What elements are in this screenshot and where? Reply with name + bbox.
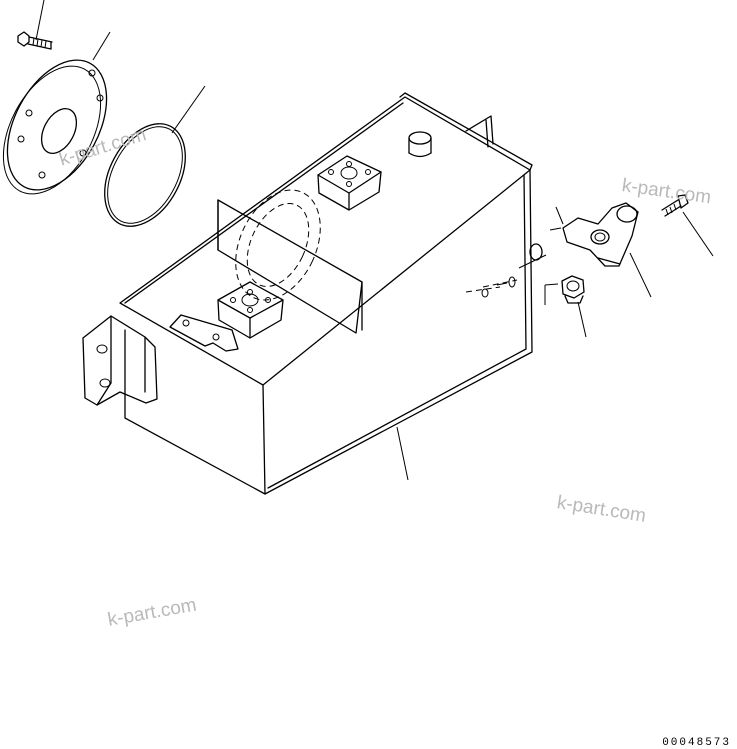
hex-bolt <box>17 31 53 50</box>
plug-nut <box>561 275 585 304</box>
rear-tab <box>465 115 494 148</box>
elbow-fitting <box>562 202 639 267</box>
bolt-hole <box>96 344 108 354</box>
mounting-pad-lower <box>217 281 284 339</box>
o-ring <box>104 123 186 227</box>
assembly-lines <box>465 227 562 305</box>
leader-lines <box>35 0 714 481</box>
baffle-plate <box>217 199 363 334</box>
cover-plate <box>2 59 108 195</box>
small-bracket-tab <box>169 314 239 352</box>
bolt-hole <box>99 378 111 388</box>
hidden-opening <box>235 189 321 301</box>
drawing-number: 00048573 <box>662 737 731 749</box>
mounting-pad-upper <box>317 155 382 211</box>
small-bolt <box>661 194 689 217</box>
top-boss <box>408 131 432 158</box>
left-mounting-bracket <box>82 315 158 406</box>
